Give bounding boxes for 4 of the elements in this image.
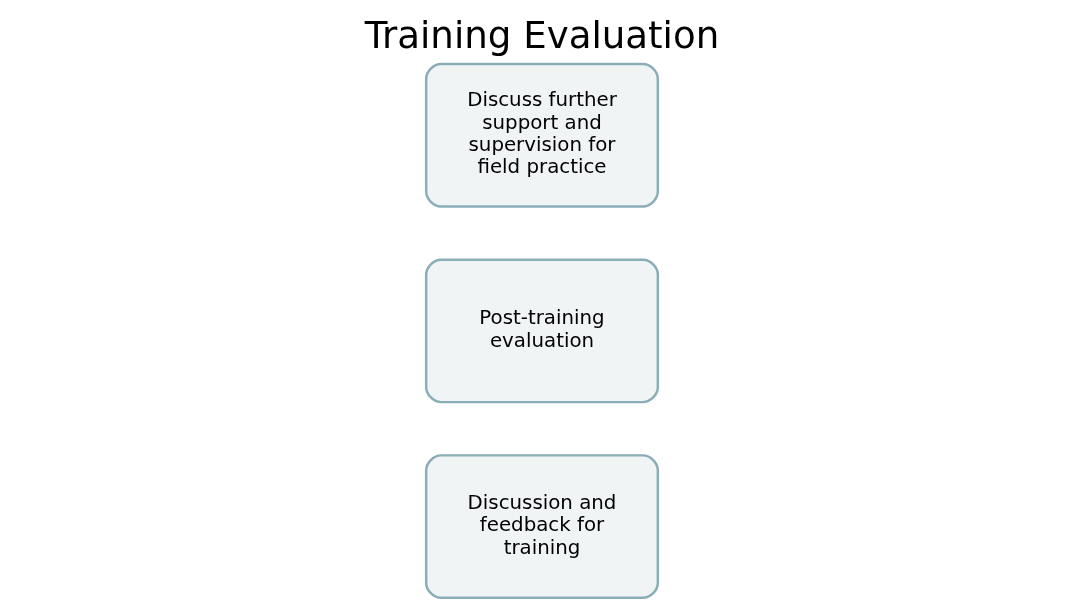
- node-box: Discussion and feedback for training: [424, 454, 660, 600]
- node-box: Discuss further support and supervision for field practice: [424, 62, 660, 208]
- node-box: Post-training evaluation: [424, 258, 660, 404]
- diagram-title: Training Evaluation: [364, 13, 720, 57]
